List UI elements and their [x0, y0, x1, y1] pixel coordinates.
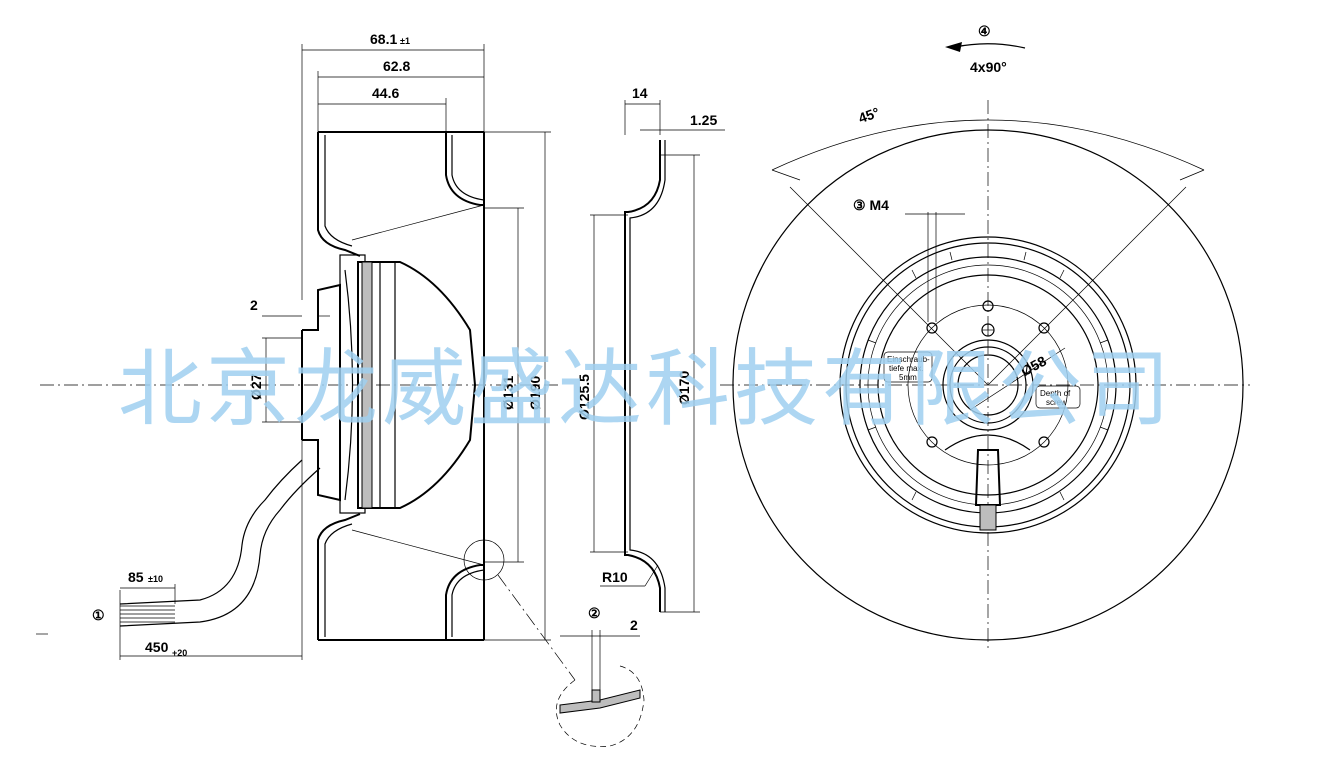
dim-1-25-label: 1.25	[690, 112, 717, 128]
note-de-2: tiefe max.	[889, 364, 924, 373]
r10-label: R10	[602, 569, 628, 585]
front-view: 45° ④ 4x90° ③ M4 Ø58 Einschraub- tiefe m…	[720, 23, 1250, 650]
dim-68-label: 68.1	[370, 31, 397, 47]
dia-170-label: Ø170	[676, 371, 692, 405]
marker-3-m4-label: ③ M4	[853, 197, 889, 213]
dim-14-label: 14	[632, 85, 648, 101]
side-view: 68.1 ±1 62.8 44.6 2	[36, 31, 576, 681]
dia-190-label: Ø190	[527, 376, 543, 410]
note-en-1: Depth of	[1040, 389, 1071, 398]
dim-2-detail-label: 2	[630, 617, 638, 633]
dim-85-label: 85	[128, 569, 144, 585]
marker-2: ②	[588, 605, 601, 621]
dia-27-label: Ø27	[248, 373, 264, 400]
marker-1: ①	[92, 607, 105, 623]
ring-view: 14 1.25 Ø170 Ø125.5 R10 ② 2	[556, 85, 725, 747]
dia-131-label: Ø131	[500, 376, 516, 410]
angle-45-label: 45°	[856, 104, 881, 126]
dim-68-tol: ±1	[400, 36, 410, 46]
note-de-1: Einschraub-	[887, 355, 930, 364]
dim-85-tol: ±10	[148, 574, 163, 584]
dim-44-label: 44.6	[372, 85, 399, 101]
dim-450-tol: +20	[172, 648, 187, 658]
dim-2-left-label: 2	[250, 297, 258, 313]
note-de-3: 5mm	[899, 373, 917, 382]
angle-4x90-label: 4x90°	[970, 59, 1007, 75]
dim-62-label: 62.8	[383, 58, 410, 74]
note-en-2: screw	[1046, 398, 1067, 407]
dia-125-5-label: Ø125.5	[576, 374, 592, 420]
marker-4: ④	[978, 23, 991, 39]
dim-450-label: 450	[145, 639, 169, 655]
